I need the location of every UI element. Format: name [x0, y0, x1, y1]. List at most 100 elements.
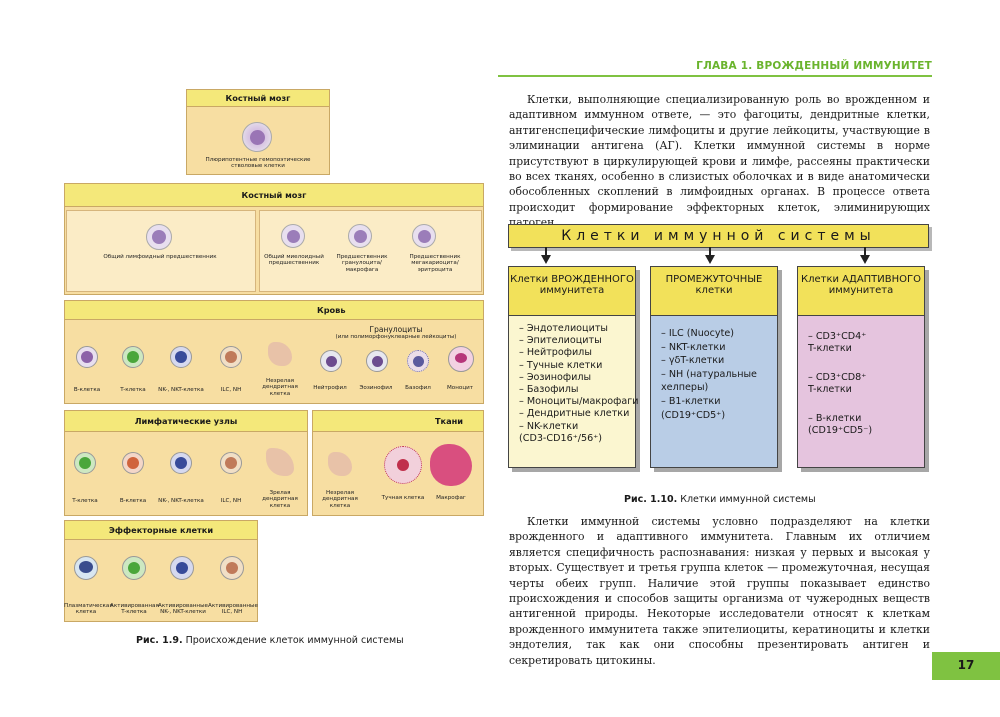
blood-cell-label: B-клетка [73, 387, 101, 393]
mast-cell-icon [384, 446, 422, 484]
lymph-cell-label: T-клетка [72, 498, 98, 504]
list-item: – CD3⁺CD4⁺ [808, 331, 867, 342]
neutrophil-icon [320, 350, 342, 372]
effector-title: Эффекторные клетки [64, 520, 258, 540]
basophil-icon [407, 350, 429, 372]
list-item: T-клетки [808, 343, 852, 355]
b-cell-icon [76, 346, 98, 368]
list-item: – B1-клетки [661, 395, 721, 407]
blood-cell-label: ILC, NH [220, 387, 242, 393]
list-item: – Моноциты/макрофаги [519, 396, 639, 408]
innate-cells-title: Клетки ВРОЖДЕННОГО иммунитета [509, 267, 635, 316]
arrow-down-icon [860, 255, 870, 264]
lymph-cell-label: B-клетка [119, 498, 147, 504]
arrow-down-icon [705, 255, 715, 264]
eosinophil-icon [366, 350, 388, 372]
activated-nk-cell-icon [170, 556, 194, 580]
lymph-cell-label: NK-, NKT-клетка [158, 498, 204, 504]
bone-marrow-top-title: Костный мозг [186, 89, 330, 107]
lymph-cell-label: ILC, NH [220, 498, 242, 504]
lymphoid-box [66, 210, 256, 292]
page-number: 17 [957, 658, 975, 672]
list-item: – CD3⁺CD8⁺ [808, 371, 867, 383]
myeloid-progenitor-label: Общий миелоидный предшественник [264, 254, 324, 267]
blood-cell-label: T-клетка [120, 387, 146, 393]
gran-macro-precursor-icon [348, 224, 372, 248]
list-item: хелперы) [661, 382, 709, 394]
intermediate-cells-box: ПРОМЕЖУТОЧНЫЕ клетки – ILC (Nuocyte) – N… [650, 266, 778, 468]
innate-cells-list: – Эндотелиоциты – Эпителиоциты – Нейтроф… [509, 317, 639, 445]
figure-1-10-caption: Рис. 1.10. Клетки иммунной системы [624, 494, 816, 505]
macrophage-icon [430, 444, 472, 486]
bone-marrow-title: Костный мозг [64, 183, 484, 207]
list-item: (CD19⁺CD5⁻) [808, 425, 873, 437]
figure-1-9: Костный мозг Плюрипотентные гемопоэтичес… [64, 89, 484, 622]
gran-macro-precursor-label: Предшественник гранулоцита/ макрофага [336, 254, 388, 273]
granulocytes-title: Гранулоциты [369, 325, 423, 334]
list-item: – γδT-клетки [661, 355, 725, 367]
list-item: – Нейтрофилы [519, 347, 592, 359]
intermediate-cells-list: – ILC (Nuocyte) – NKT-клетки – γδT-клетк… [651, 317, 777, 422]
myeloid-box [259, 210, 482, 292]
blood-cell-label: Незрелая дендритная клетка [262, 378, 298, 397]
list-item: – Эпителиоциты [519, 335, 602, 347]
stem-cell-label: Плюрипотентные гемопоэтические стволовые… [205, 157, 311, 170]
b-cell-icon [122, 452, 144, 474]
list-item: (CD3-CD16⁺/56⁺) [519, 432, 602, 444]
granulocytes-subtitle: (или полиморфонуклеарные лейкоциты) [335, 334, 457, 340]
list-item: – B-клетки [808, 412, 862, 424]
list-item: – Эндотелиоциты [519, 323, 608, 334]
header-rule [498, 75, 932, 77]
mega-ery-precursor-label: Предшественник мегакариоцита/ эритроцита [409, 254, 461, 273]
list-item: – Базофилы [519, 384, 579, 396]
t-cell-icon [122, 346, 144, 368]
blood-cell-label: Моноцит [446, 385, 474, 391]
monocyte-icon [448, 346, 474, 372]
tissue-cell-label: Тучная клетка [381, 495, 425, 501]
list-item: T-клетки [808, 384, 852, 396]
ilc-cell-icon [220, 346, 242, 368]
arrow-stem [709, 247, 711, 255]
t-cell-icon [74, 452, 96, 474]
list-item: – NKT-клетки [661, 341, 726, 353]
ilc-cell-icon [220, 452, 242, 474]
arrow-stem [864, 247, 866, 255]
chapter-title: ГЛАВА 1. ВРОЖДЕННЫЙ ИММУНИТЕТ [696, 60, 932, 72]
blood-cell-label: Эозинофил [359, 385, 393, 391]
arrow-stem [545, 247, 547, 255]
blood-cell-label: NK-, NKT-клетка [158, 387, 204, 393]
stem-cell-icon [242, 122, 272, 152]
immature-dendritic-icon [328, 452, 352, 476]
intermediate-cells-title: ПРОМЕЖУТОЧНЫЕ клетки [651, 267, 777, 316]
page-number-tab: 17 [932, 652, 1000, 680]
lymphoid-progenitor-label: Общий лимфоидный предшественник [103, 254, 217, 260]
tissue-cell-label: Макрофаг [436, 495, 466, 501]
nk-cell-icon [170, 346, 192, 368]
list-item: (CD19⁺CD5⁺) [661, 409, 726, 421]
activated-t-cell-icon [122, 556, 146, 580]
lymphoid-progenitor-icon [146, 224, 172, 250]
blood-cell-label: Базофил [405, 385, 431, 391]
tissue-cell-label: Незрелая дендритная клетка [322, 490, 358, 509]
list-item: – NH (натуральные [661, 368, 757, 380]
myeloid-progenitor-icon [281, 224, 305, 248]
lymph-nodes-title: Лимфатические узлы [64, 410, 308, 432]
paragraph-1: Клетки, выполняющие специализированную р… [509, 93, 930, 230]
activated-ilc-icon [220, 556, 244, 580]
immune-cells-banner: Клетки иммунной системы [508, 224, 929, 248]
arrow-down-icon [541, 255, 551, 264]
list-item: – Эозинофилы [519, 371, 592, 383]
mega-ery-precursor-icon [412, 224, 436, 248]
lymph-cell-label: Зрелая дендритная клетка [262, 490, 298, 509]
effector-cell-label: Активированные ILC, NH [208, 603, 258, 616]
tissues-title: Ткани [312, 410, 484, 432]
blood-title: Кровь [64, 300, 484, 320]
blood-cell-label: Нейтрофил [313, 385, 347, 391]
effector-cell-label: Активированная T-клетка [110, 603, 159, 616]
innate-cells-box: Клетки ВРОЖДЕННОГО иммунитета – Эндотели… [508, 266, 639, 468]
adaptive-cells-title: Клетки АДАПТИВНОГО иммунитета [798, 267, 924, 316]
list-item: – ILC (Nuocyte) [661, 328, 734, 339]
list-item: – Тучные клетки [519, 359, 603, 371]
plasma-cell-icon [74, 556, 98, 580]
adaptive-cells-box: Клетки АДАПТИВНОГО иммунитета – CD3⁺CD4⁺… [797, 266, 925, 468]
